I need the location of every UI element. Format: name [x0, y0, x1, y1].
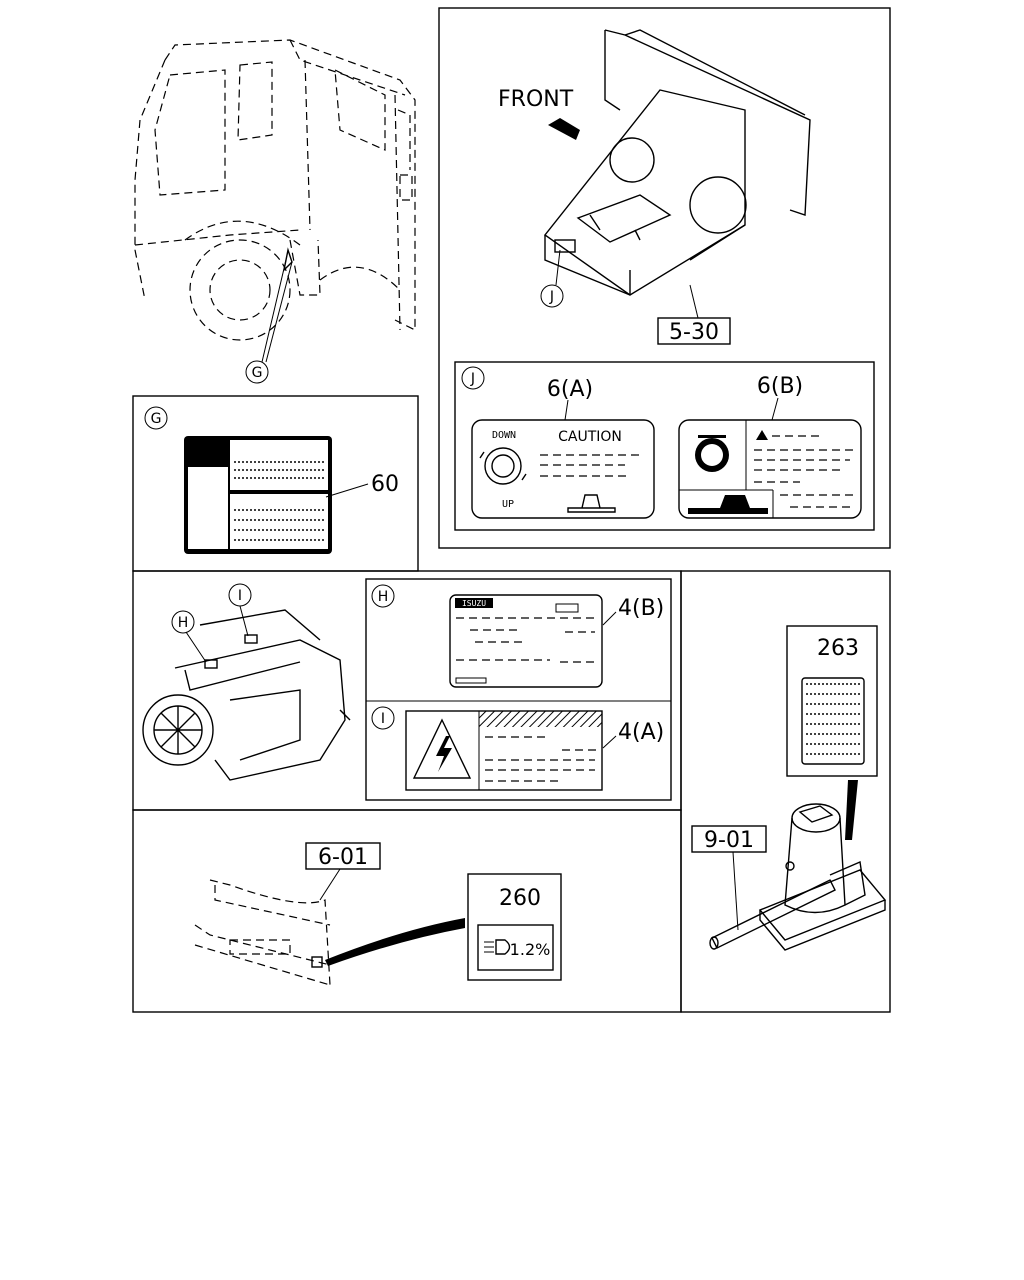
- jack-bracket-drawing: [543, 29, 811, 319]
- callout-6-01-box: [305, 842, 381, 870]
- front-label: FRONT: [498, 87, 574, 112]
- decal-260: [477, 924, 554, 971]
- box-h-label: H: [378, 589, 389, 605]
- pointer-wedge: [325, 918, 465, 966]
- callout-9-01: 9-01: [704, 828, 754, 853]
- jack-icon-b: [688, 495, 768, 514]
- decal-4b: [449, 594, 603, 688]
- decal-6b: [678, 419, 862, 519]
- headlamp-icon: [495, 939, 511, 955]
- bumper-drawing: [194, 879, 331, 986]
- warning-triangle-icon: [756, 430, 768, 440]
- decal-263-panel: [786, 625, 878, 777]
- callout-260: 260: [499, 886, 541, 911]
- ref-h-label: H: [178, 615, 189, 631]
- headlamp-value: 1.2%: [510, 940, 551, 959]
- callout-4a: 4(A): [618, 720, 664, 745]
- label-box-j: [454, 361, 875, 531]
- decal-6a-up: UP: [502, 499, 514, 510]
- box-i-label: I: [381, 711, 385, 727]
- callout-60: 60: [371, 472, 399, 497]
- cab-drawing: [134, 39, 416, 363]
- decal-6a-down: DOWN: [492, 430, 516, 441]
- callout-4b: 4(B): [618, 596, 664, 621]
- high-voltage-warning-icon: [412, 718, 472, 779]
- decal-6a: [471, 419, 655, 519]
- bottle-jack-drawing: [709, 803, 887, 951]
- pointer-wedge-263: [845, 780, 858, 840]
- callout-263: 263: [817, 636, 859, 661]
- rotation-icon: [484, 447, 522, 485]
- decal-260-panel: [467, 873, 562, 981]
- engine-drawing: [142, 605, 351, 781]
- callout-6a: 6(A): [547, 377, 593, 402]
- label-box-h-i: [365, 578, 672, 801]
- isuzu-logo-text: ISUZU: [462, 599, 486, 608]
- box-j-label: J: [470, 371, 475, 387]
- box-j-marker: [461, 366, 485, 390]
- box-h-marker: [371, 584, 395, 608]
- jack-icon: [567, 494, 616, 513]
- front-arrow-icon: [548, 118, 580, 140]
- callout-6b: 6(B): [757, 374, 803, 399]
- jack-panel: [680, 570, 891, 1013]
- ref-g-label: G: [252, 365, 263, 381]
- ref-j-marker: [540, 284, 564, 308]
- callout-9-01-box: [691, 825, 767, 853]
- jack-mount-panel: [438, 7, 891, 549]
- ref-i-marker: [228, 583, 252, 607]
- callout-6-01: 6-01: [318, 845, 368, 870]
- ref-h-marker: [171, 610, 195, 634]
- decal-263: [801, 677, 865, 765]
- engine-panel: [132, 570, 682, 811]
- ref-i-label: I: [238, 588, 242, 604]
- ref-j-label: J: [549, 289, 554, 305]
- box-g-label: G: [151, 411, 162, 427]
- ref-g-marker: [245, 360, 269, 384]
- box-g-marker: [144, 406, 168, 430]
- callout-5-30: 5-30: [669, 320, 719, 345]
- box-i-marker: [371, 706, 395, 730]
- isuzu-logo: [455, 598, 493, 608]
- bumper-panel: [132, 809, 682, 1013]
- callout-5-30-box: [657, 317, 731, 345]
- decal-6a-caution: CAUTION: [558, 429, 622, 445]
